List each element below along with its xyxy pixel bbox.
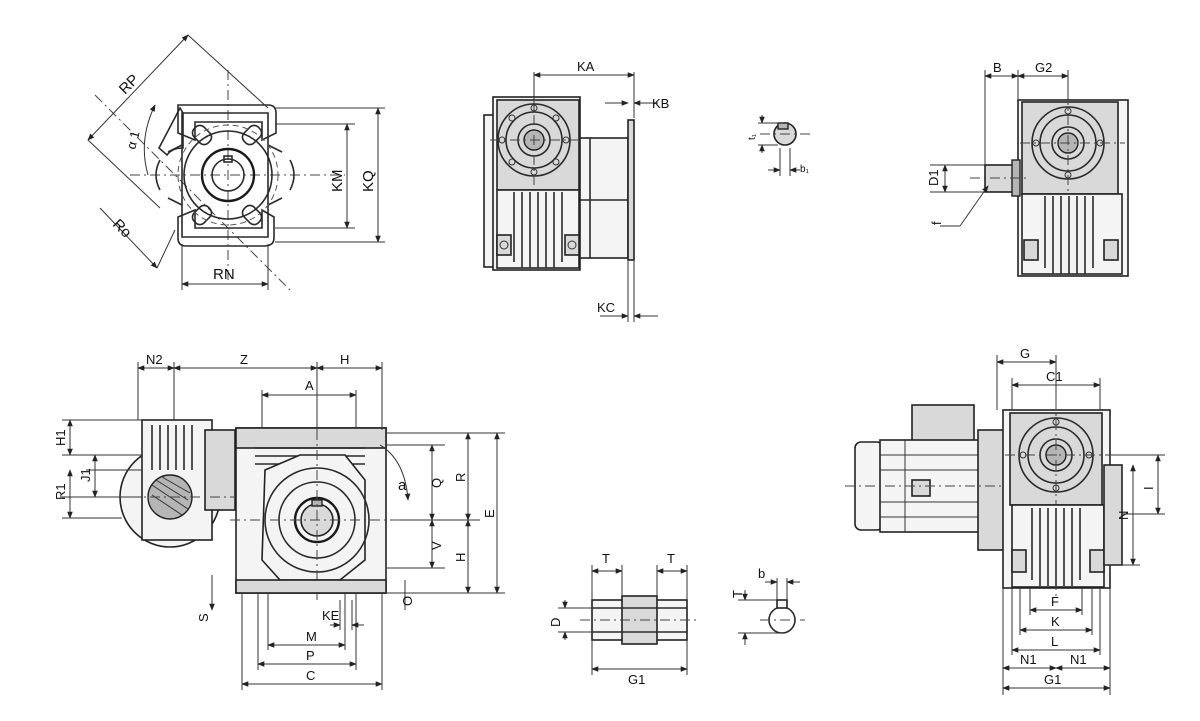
gearbox-input-shaft-view: B G2 D1 f xyxy=(926,60,1129,277)
label-n1-right: N1 xyxy=(1070,652,1087,667)
double-gearbox-view: N2 Z H A H1 J1 R1 a Q R E V H O S KE M P… xyxy=(53,352,505,690)
label-a-cap: A xyxy=(305,378,314,393)
label-kq: KQ xyxy=(360,170,377,192)
label-shaft-t-left: T xyxy=(602,551,610,566)
label-i: I xyxy=(1141,486,1156,490)
label-e: E xyxy=(482,509,497,518)
label-rp: RP xyxy=(116,71,143,98)
label-shaft-d: D xyxy=(548,618,563,627)
label-l: L xyxy=(1051,634,1058,649)
label-q: Q xyxy=(429,478,444,488)
label-z: Z xyxy=(240,352,248,367)
label-r: R xyxy=(453,473,468,482)
label-n2: N2 xyxy=(146,352,163,367)
label-n1-left: N1 xyxy=(1020,652,1037,667)
label-g: G xyxy=(1020,346,1030,361)
label-ka: KA xyxy=(577,59,595,74)
gearbox-flange-view: KA KB KC xyxy=(483,59,669,322)
hollow-shaft-view: T T D G1 xyxy=(548,551,700,687)
label-g1: G1 xyxy=(1044,672,1061,687)
label-t1: t₁ xyxy=(747,133,758,140)
label-o: O xyxy=(400,596,415,606)
label-c1: C1 xyxy=(1046,369,1063,384)
label-kc: KC xyxy=(597,300,615,315)
label-r1: R1 xyxy=(53,483,68,500)
label-f-dim: F xyxy=(1051,594,1059,609)
label-kb: KB xyxy=(652,96,669,111)
label-rn: RN xyxy=(213,266,235,283)
label-h-side: H xyxy=(453,553,468,562)
label-p: P xyxy=(306,648,315,663)
label-g2: G2 xyxy=(1035,60,1052,75)
label-km: KM xyxy=(329,170,346,193)
label-alpha1: α 1 xyxy=(123,129,142,151)
label-ke: KE xyxy=(322,608,340,623)
label-s: S xyxy=(196,613,211,622)
label-ro: Ro xyxy=(109,216,135,242)
label-k: K xyxy=(1051,614,1060,629)
label-h-top: H xyxy=(340,352,349,367)
label-bore-t: T xyxy=(730,590,745,598)
label-c: C xyxy=(306,668,315,683)
label-f: f xyxy=(929,221,944,225)
label-bore-b: b xyxy=(758,566,765,581)
label-h1: H1 xyxy=(53,429,68,446)
label-v: V xyxy=(429,541,444,550)
label-shaft-t-right: T xyxy=(667,551,675,566)
flange-front-view: RP α 1 Ro RN KM KQ xyxy=(87,34,385,291)
label-m: M xyxy=(306,629,317,644)
label-n: N xyxy=(1116,511,1131,520)
label-d1: D1 xyxy=(926,169,941,186)
keyway-detail: t₁ b₁ xyxy=(747,115,810,176)
bore-keyway-view: T b xyxy=(730,566,805,645)
gearmotor-view: G C1 I N F K L N1 N1 G1 xyxy=(845,346,1165,695)
label-b1: b₁ xyxy=(800,164,810,175)
label-shaft-g1: G1 xyxy=(628,672,645,687)
label-b: B xyxy=(993,60,1002,75)
label-a-small: a xyxy=(398,477,407,494)
label-j1: J1 xyxy=(78,468,93,482)
